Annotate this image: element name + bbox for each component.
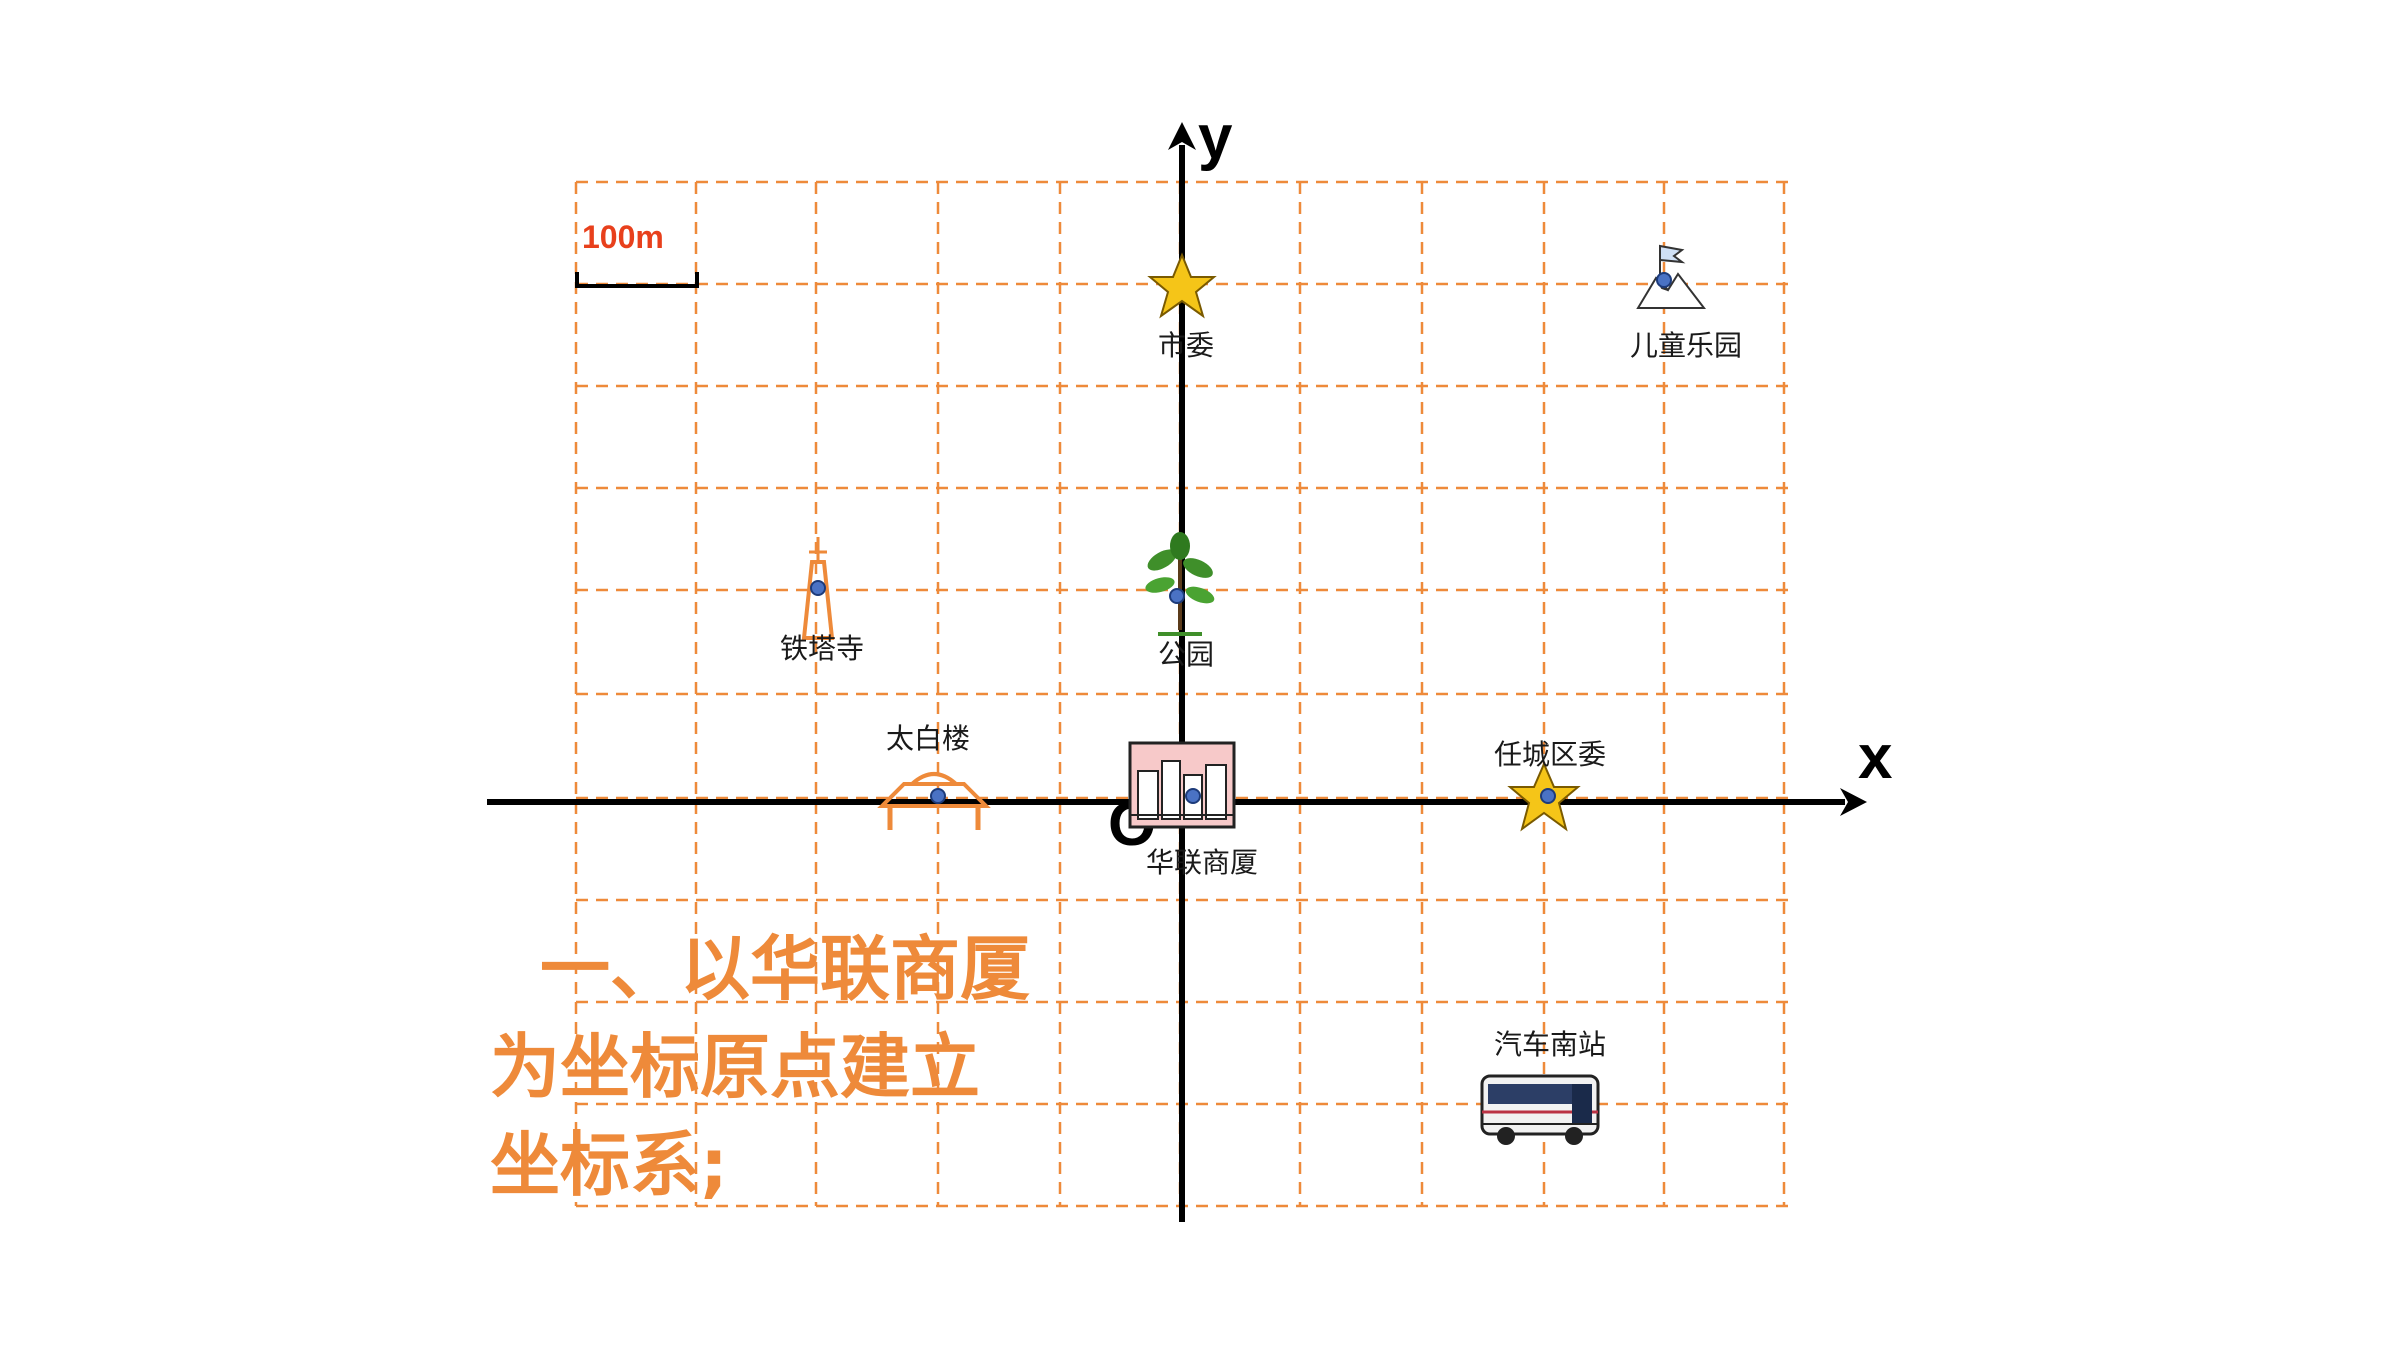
landmark-label: 市委 xyxy=(1158,329,1214,362)
caption-line: 一、以华联商厦 xyxy=(540,928,1030,1010)
y-axis-arrow xyxy=(1168,122,1196,150)
caption-line: 为坐标原点建立 xyxy=(490,1026,980,1108)
landmark-label: 华联商厦 xyxy=(1146,846,1258,879)
landmark-label: 太白楼 xyxy=(886,722,970,755)
pavilion-icon xyxy=(877,772,991,830)
landmark-label: 铁塔寺 xyxy=(780,632,864,665)
building-icon xyxy=(1128,741,1236,829)
location-dots xyxy=(810,272,1672,804)
place-labels: 市委 儿童乐园 铁塔寺 公园 太白楼 华联商厦 任城区委 汽车南站 xyxy=(780,329,1742,1061)
landmark-label: 汽车南站 xyxy=(1494,1028,1606,1061)
x-axis-label: x xyxy=(1858,723,1893,792)
landmark-label: 公园 xyxy=(1158,638,1214,671)
location-dot xyxy=(1185,788,1201,804)
scale-bar: 100m xyxy=(575,219,699,288)
y-axis-label: y xyxy=(1198,103,1233,172)
bus-icon xyxy=(1480,1074,1600,1145)
location-dot xyxy=(1656,272,1672,288)
location-dot xyxy=(1169,588,1185,604)
location-dot xyxy=(810,580,826,596)
flag-mountain-icon xyxy=(1636,244,1707,309)
scale-label: 100m xyxy=(582,219,664,255)
x-axis-arrow xyxy=(1840,788,1867,816)
location-dot xyxy=(930,788,946,804)
landmark-label: 任城区委 xyxy=(1494,738,1606,771)
landmark-label: 儿童乐园 xyxy=(1630,329,1742,362)
caption-text: 一、以华联商厦 为坐标原点建立 坐标系; xyxy=(490,920,1190,1214)
caption-line: 坐标系; xyxy=(490,1124,728,1206)
tower-icon xyxy=(801,537,835,640)
star-icon xyxy=(1147,252,1217,319)
location-dot xyxy=(1540,788,1556,804)
tree-icon xyxy=(1145,532,1215,636)
scale-bracket xyxy=(575,272,699,288)
